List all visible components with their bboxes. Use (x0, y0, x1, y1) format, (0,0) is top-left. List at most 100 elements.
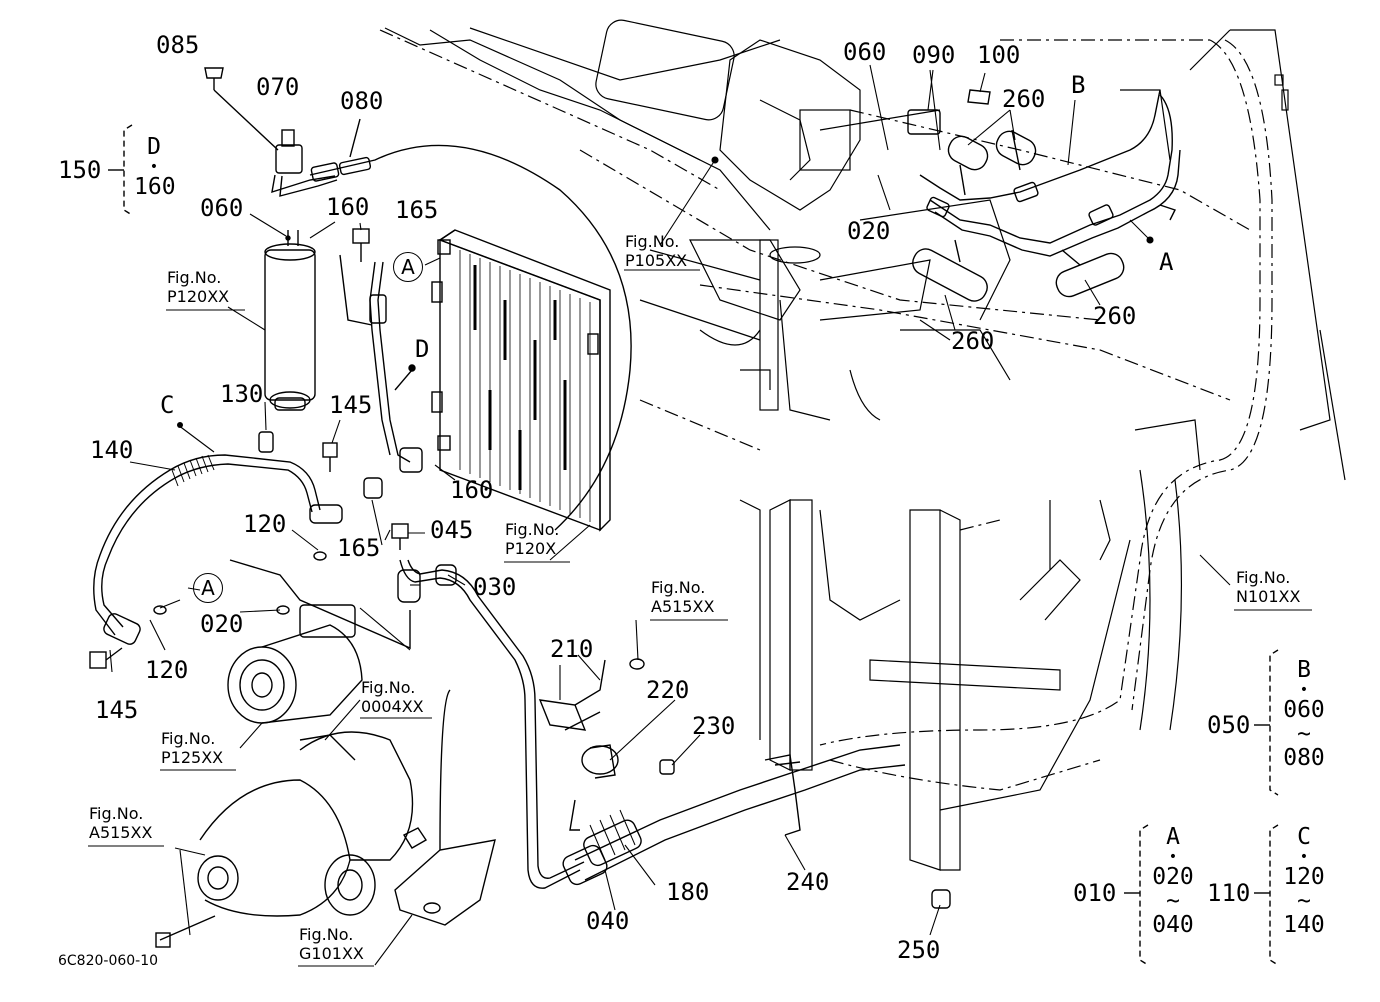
figref-a515xx-low-l1: Fig.No. (89, 804, 144, 823)
group-150-from: D (147, 134, 161, 160)
connection-c-label: C (160, 391, 175, 419)
cab-dashed-lines (379, 29, 1273, 791)
hose-sleeves-260 (912, 129, 1125, 302)
part-070-label: 070 (256, 73, 300, 101)
figref-p120xx: Fig.No. P120XX (167, 268, 229, 306)
figref-p120xx-l1: Fig.No. (167, 268, 222, 287)
group-110: C • 120 ~ 140 (1276, 823, 1332, 939)
part-165-label: 165 (395, 196, 439, 224)
part-160-label: 160 (326, 193, 370, 221)
part-085-label: 085 (156, 31, 200, 59)
part-045-label: 045 (430, 516, 474, 544)
connection-a-label: A (1159, 248, 1174, 276)
figref-p120xx-l2: P120XX (167, 287, 230, 306)
pressure-switch-drawing (204, 67, 338, 197)
part-165-label-lower: 165 (337, 534, 381, 562)
group-110-dot: • (1299, 849, 1309, 865)
part-030-label: 030 (473, 573, 517, 601)
group-010-dot: • (1168, 849, 1178, 865)
hose-d-drawing (339, 254, 423, 473)
figref-p125xx-l1: Fig.No. (161, 729, 216, 748)
figref-leaders (88, 269, 1312, 967)
group-010-b: 040 (1152, 912, 1194, 938)
part-230-label: 230 (692, 712, 736, 740)
part-260-label-mid: 260 (951, 327, 995, 355)
part-145-label-lower: 145 (95, 696, 139, 724)
receiver-drier-drawing (264, 230, 316, 411)
connection-b-label: B (1071, 71, 1086, 99)
figref-g101xx: Fig.No. G101XX (299, 925, 364, 963)
figref-p125xx-l2: P125XX (161, 748, 224, 767)
hose-b-a-drawing (907, 89, 1181, 257)
part-140-label: 140 (90, 436, 134, 464)
hose-140-c-drawing (93, 431, 343, 645)
figref-0004xx-l1: Fig.No. (361, 678, 416, 697)
group-110-id: 110 (1207, 879, 1251, 907)
group-050-dot: • (1299, 682, 1309, 698)
figref-p120x-l2: P120X (505, 539, 557, 558)
figref-a515xx-low-l2: A515XX (89, 823, 153, 842)
frame-bracket-drawing (394, 689, 496, 926)
group-010-a: 020 (1152, 864, 1194, 890)
part-260-label-top: 260 (1002, 85, 1046, 113)
group-150-dot: • (149, 159, 159, 175)
part-210-label: 210 (550, 635, 594, 663)
group-050-id: 050 (1207, 711, 1251, 739)
part-090-label: 090 (912, 41, 956, 69)
part-100-label: 100 (977, 41, 1021, 69)
figref-p120x: Fig.No. P120X (505, 520, 559, 558)
part-260-label-right: 260 (1093, 302, 1137, 330)
part-220-label: 220 (646, 676, 690, 704)
group-110-tilde: ~ (1297, 888, 1311, 914)
drawing-code: 6C820-060-10 (58, 953, 159, 969)
figref-a515xx-low: Fig.No. A515XX (89, 804, 152, 842)
alternator-drawing (155, 731, 414, 948)
group-110-from: C (1297, 824, 1311, 850)
group-050-from: B (1297, 657, 1311, 683)
group-050: B • 060 ~ 080 (1276, 656, 1332, 772)
part-120-label: 120 (243, 510, 287, 538)
figref-0004xx-l2: 0004XX (361, 697, 424, 716)
hose-040-180-drawing (562, 744, 906, 886)
group-010: A • 020 ~ 040 (1145, 823, 1201, 939)
part-180-label: 180 (666, 878, 710, 906)
group-050-b: 080 (1283, 745, 1325, 771)
figref-p125xx: Fig.No. P125XX (161, 729, 223, 767)
pipe-030-drawing (397, 559, 585, 889)
group-150-to: 160 (134, 174, 176, 200)
condenser-drawing (431, 229, 611, 532)
part-120-label-lower: 120 (145, 656, 189, 684)
figref-p105xx-l2: P105XX (625, 251, 688, 270)
group-010-from: A (1166, 824, 1180, 850)
figref-n101xx-l1: Fig.No. (1236, 568, 1291, 587)
figref-n101xx-l2: N101XX (1236, 587, 1301, 606)
part-020-label: 020 (200, 610, 244, 638)
part-040-label: 040 (586, 907, 630, 935)
part-145-label: 145 (329, 391, 373, 419)
figref-0004xx: Fig.No. 0004XX (361, 678, 424, 716)
cab-lower-frame (739, 469, 1183, 871)
cab-right-frame (1120, 29, 1346, 481)
figref-a515xx-top: Fig.No. A515XX (651, 578, 714, 616)
figref-a515xx-top-l1: Fig.No. (651, 578, 706, 597)
connection-d-label: D (415, 335, 430, 363)
part-080-label: 080 (340, 87, 384, 115)
circle-a-marker-left: A (193, 573, 223, 603)
figref-p105xx: Fig.No. P105XX (625, 232, 687, 270)
figref-a515xx-top-l2: A515XX (651, 597, 715, 616)
figref-g101xx-l1: Fig.No. (299, 925, 354, 944)
group-010-tilde: ~ (1166, 888, 1180, 914)
group-150: D • 160 (134, 133, 176, 201)
figref-p120x-l1: Fig.No. (505, 520, 560, 539)
part-060-label-top: 060 (843, 38, 887, 66)
group-brackets (108, 124, 1279, 966)
part-060-label: 060 (200, 194, 244, 222)
part-240-label: 240 (786, 868, 830, 896)
group-110-b: 140 (1283, 912, 1325, 938)
part-160-label-lower: 160 (450, 476, 494, 504)
bolts-165-145 (89, 228, 409, 669)
figref-n101xx: Fig.No. N101XX (1236, 568, 1300, 606)
group-110-a: 120 (1283, 864, 1325, 890)
part-250-label: 250 (897, 936, 941, 964)
